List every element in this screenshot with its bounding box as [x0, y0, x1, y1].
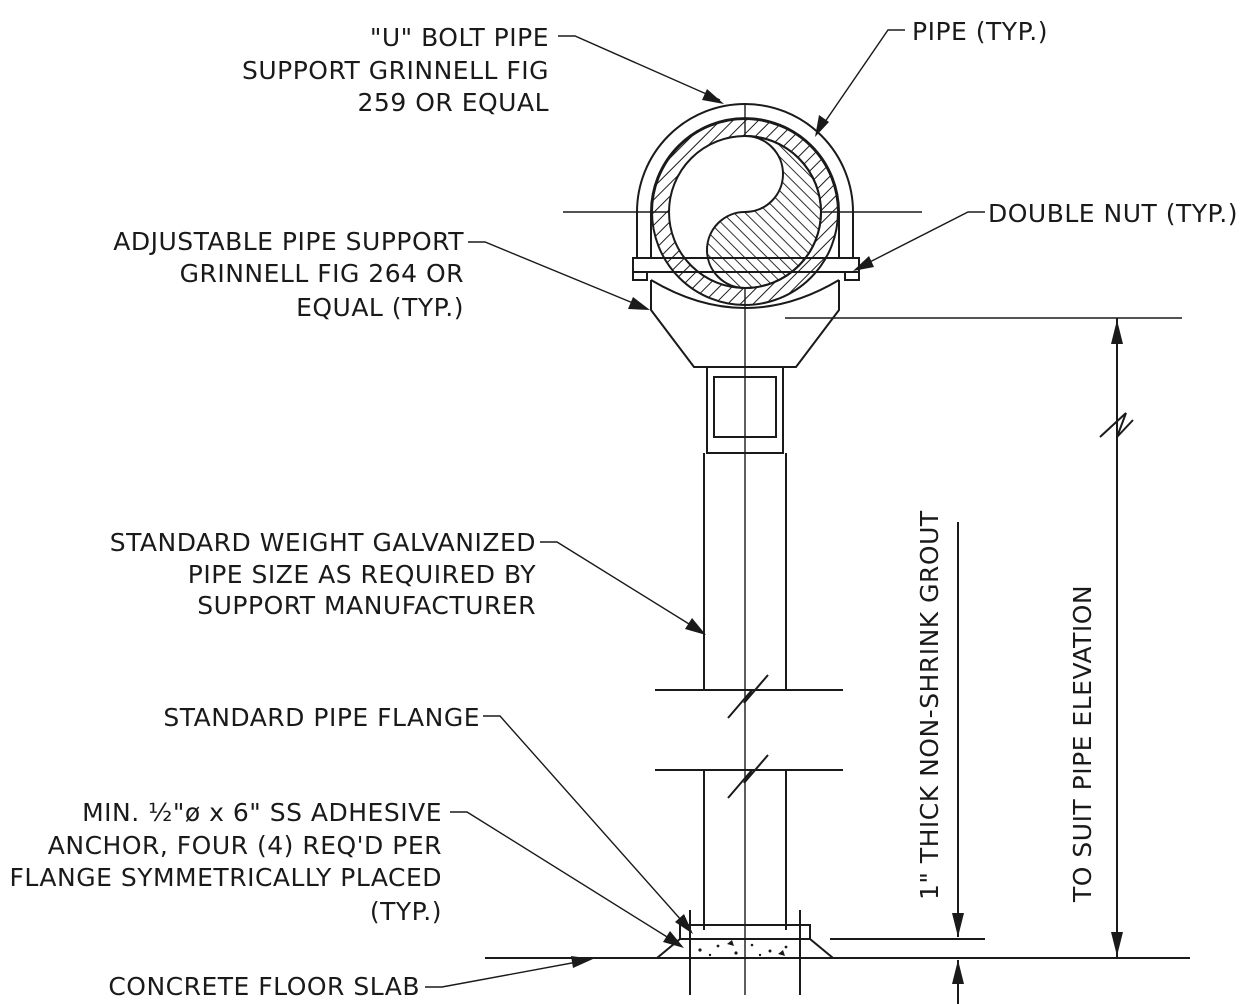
standard-weight-line-2: PIPE SIZE AS REQUIRED BY [188, 560, 536, 589]
u-bolt-label-line-3: 259 OR EQUAL [358, 88, 549, 117]
elevation-dimension [785, 317, 1182, 958]
label-u-bolt: "U" BOLT PIPE SUPPORT GRINNELL FIG 259 O… [242, 23, 549, 117]
floor-slab-label: CONCRETE FLOOR SLAB [108, 972, 420, 1001]
u-bolt-label-line-2: SUPPORT GRINNELL FIG [242, 56, 549, 85]
adjustable-label-line-3: EQUAL (TYP.) [296, 293, 464, 322]
u-bolt [636, 103, 854, 258]
anchor-label-line-4: (TYP.) [370, 897, 442, 926]
pipe-section [651, 118, 839, 306]
adjustable-label-line-1: ADJUSTABLE PIPE SUPPORT [113, 227, 464, 256]
grout-dimension [952, 522, 964, 1004]
grout-dimension-label: 1" THICK NON-SHRINK GROUT [915, 510, 944, 900]
u-bolt-label-line-1: "U" BOLT PIPE [370, 23, 549, 52]
leaders [425, 29, 985, 988]
label-anchor: MIN. ½"ø x 6" SS ADHESIVE ANCHOR, FOUR (… [10, 798, 442, 926]
label-standard-weight: STANDARD WEIGHT GALVANIZED PIPE SIZE AS … [110, 528, 536, 620]
flange-label: STANDARD PIPE FLANGE [163, 703, 480, 732]
support-pipe-column [655, 453, 843, 930]
label-adjustable-support: ADJUSTABLE PIPE SUPPORT GRINNELL FIG 264… [113, 227, 464, 322]
pipe-label: PIPE (TYP.) [912, 17, 1048, 46]
standard-weight-line-1: STANDARD WEIGHT GALVANIZED [110, 528, 536, 557]
anchor-label-line-2: ANCHOR, FOUR (4) REQ'D PER [48, 831, 442, 860]
adjustable-label-line-2: GRINNELL FIG 264 OR [180, 259, 464, 288]
elevation-dimension-label: TO SUIT PIPE ELEVATION [1068, 585, 1097, 903]
floor-slab-lines [485, 938, 1190, 959]
standard-weight-line-3: SUPPORT MANUFACTURER [197, 591, 536, 620]
anchor-label-line-1: MIN. ½"ø x 6" SS ADHESIVE [82, 798, 442, 827]
adjustable-support-stem [706, 366, 784, 454]
double-nut-label: DOUBLE NUT (TYP.) [988, 199, 1238, 228]
anchor-label-line-3: FLANGE SYMMETRICALLY PLACED [10, 863, 442, 892]
